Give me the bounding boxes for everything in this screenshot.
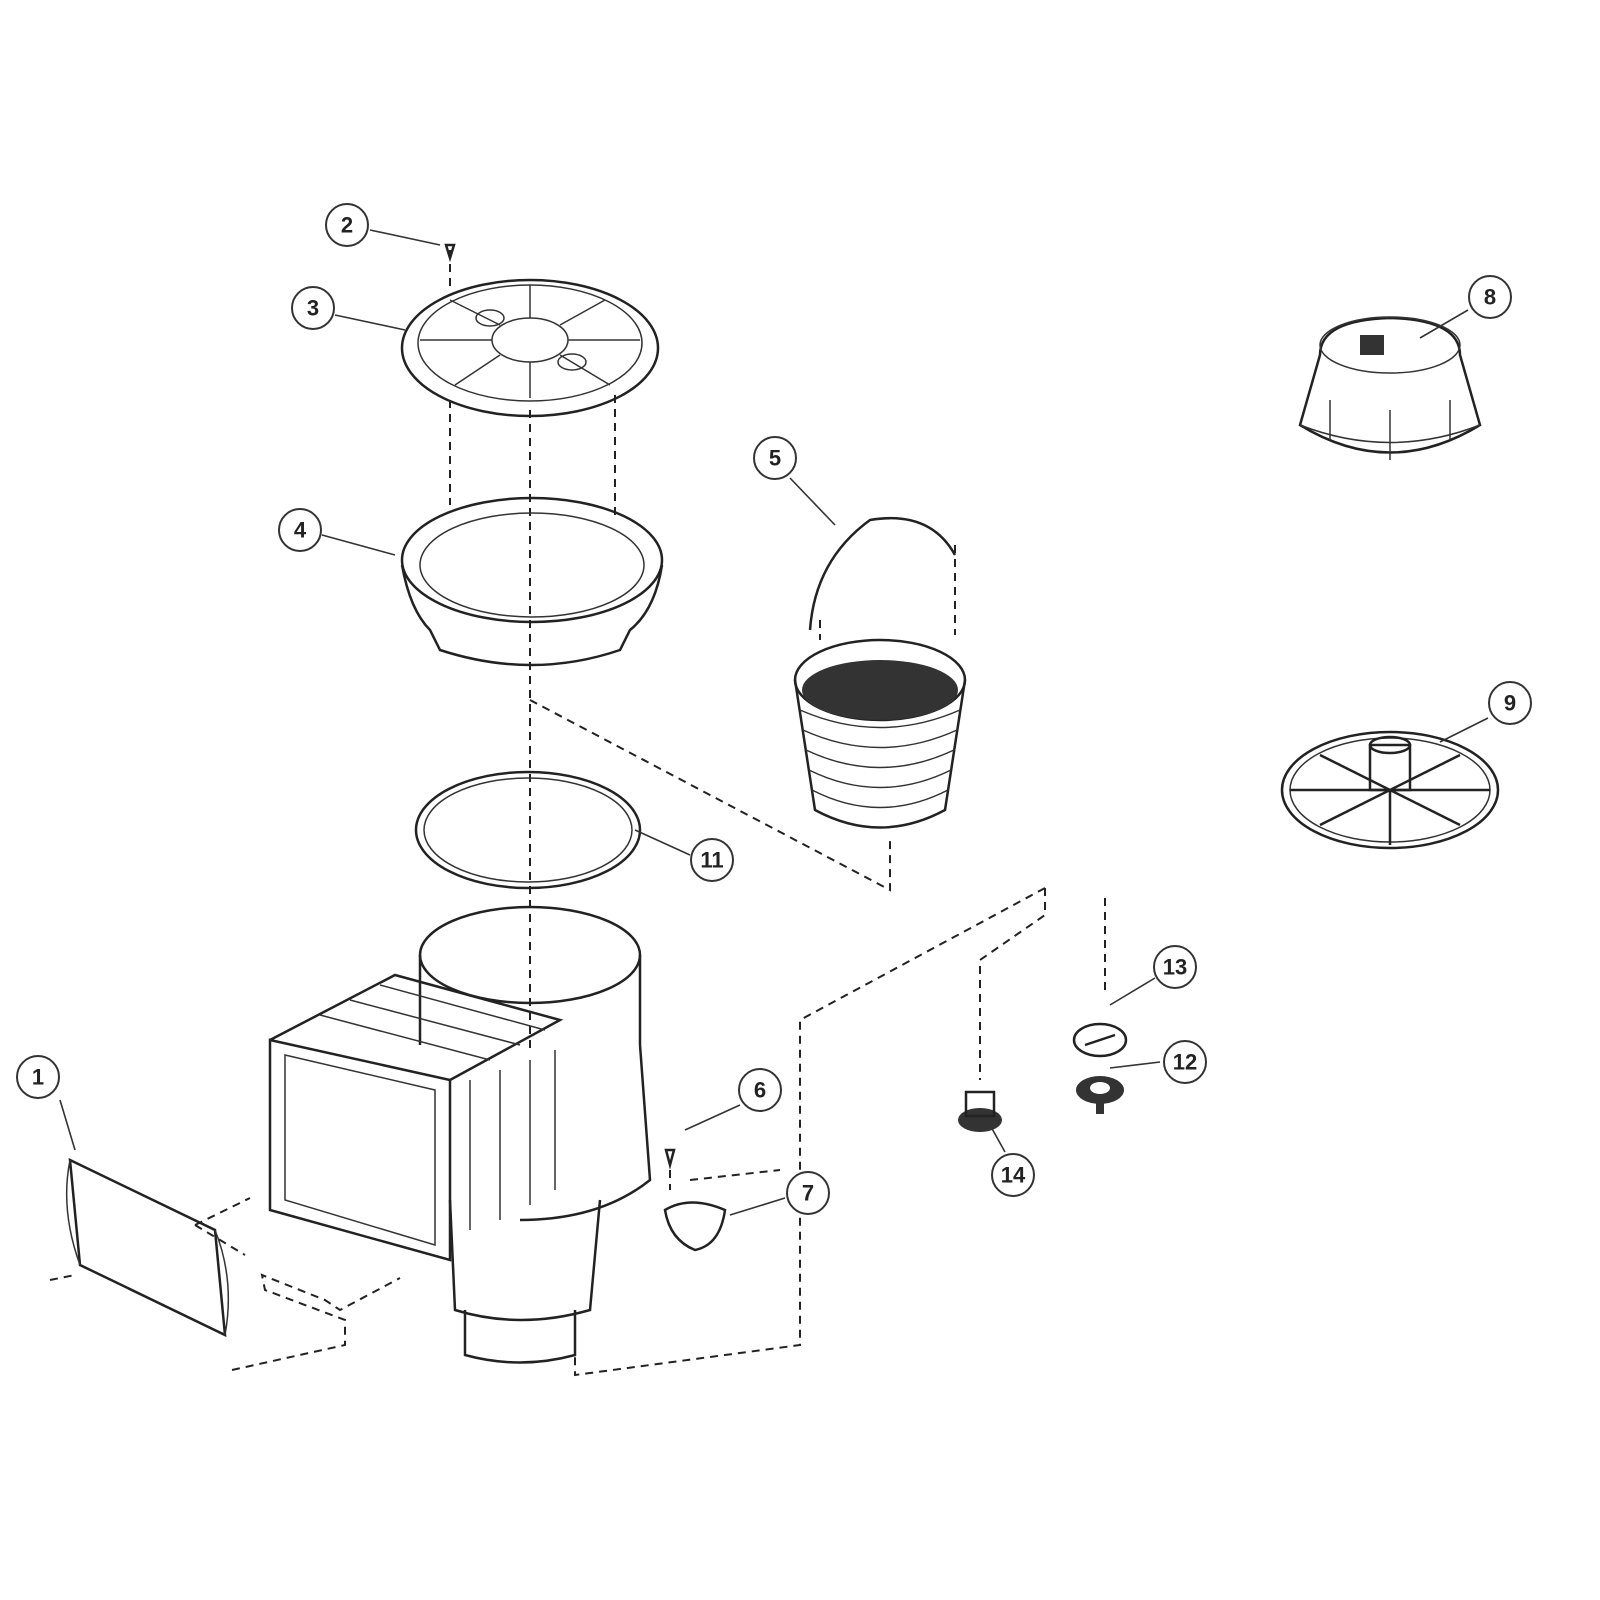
o-ring-part-11 <box>414 770 642 890</box>
callout-14: 14 <box>991 1153 1035 1197</box>
callout-2: 2 <box>325 203 369 247</box>
callout-5: 5 <box>753 436 797 480</box>
callout-label: 12 <box>1173 1050 1197 1075</box>
callout-7: 7 <box>786 1171 830 1215</box>
callout-label: 14 <box>1001 1163 1026 1188</box>
weir-part-1 <box>65 1157 230 1338</box>
float-part-8 <box>1298 316 1482 460</box>
callout-label: 4 <box>294 518 307 543</box>
callout-label: 1 <box>32 1065 44 1090</box>
plug-part-14 <box>958 1090 1002 1132</box>
lid-part-3 <box>400 278 660 418</box>
plug-part-13 <box>1072 1022 1128 1058</box>
callout-label: 11 <box>700 848 723 873</box>
gasket-part-12 <box>1076 1076 1124 1114</box>
callout-6: 6 <box>738 1068 782 1112</box>
callout-label: 3 <box>307 296 319 321</box>
skimmer-body <box>268 905 652 1364</box>
callout-leaders <box>59 229 1489 1216</box>
collar-part-4 <box>400 496 664 667</box>
callout-1: 1 <box>16 1055 60 1099</box>
cover-part-7 <box>663 1201 727 1252</box>
callout-12: 12 <box>1163 1040 1207 1084</box>
callout-8: 8 <box>1468 275 1512 319</box>
callout-9: 9 <box>1488 681 1532 725</box>
callout-13: 13 <box>1153 945 1197 989</box>
callout-4: 4 <box>278 508 322 552</box>
plate-part-9 <box>1280 730 1500 850</box>
callout-label: 6 <box>754 1078 766 1103</box>
assembly-lines <box>49 250 1106 1377</box>
screw-part-6 <box>664 1148 676 1170</box>
screw-part-2 <box>444 243 456 263</box>
callout-label: 5 <box>769 446 781 471</box>
callout-label: 7 <box>802 1181 814 1206</box>
callout-label: 9 <box>1504 691 1516 716</box>
callout-11: 11 <box>690 838 734 882</box>
callout-label: 2 <box>341 213 353 238</box>
basket-part-5 <box>793 516 967 829</box>
callout-3: 3 <box>291 286 335 330</box>
callout-label: 13 <box>1163 955 1187 980</box>
callout-label: 8 <box>1484 285 1496 310</box>
